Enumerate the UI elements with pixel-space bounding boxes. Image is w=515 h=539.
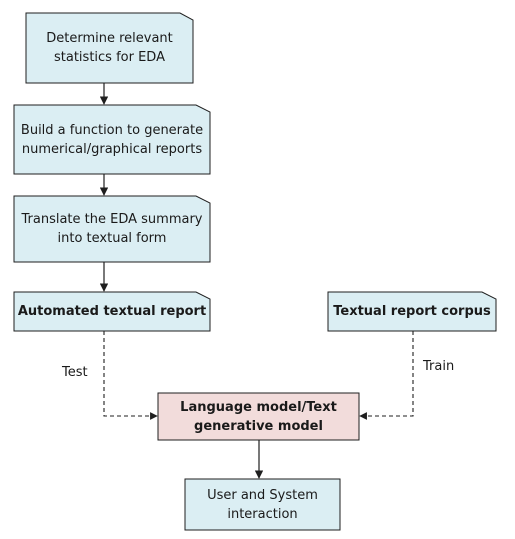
corpus-shape — [327, 291, 497, 332]
automated-box: Automated textual report — [14, 292, 210, 331]
interaction-label: User and System interaction — [207, 487, 318, 522]
build-shape — [13, 104, 211, 175]
dashed-test-connector — [103, 331, 158, 420]
corpus-label: Textual report corpus — [333, 304, 491, 319]
automated-shape — [13, 291, 211, 332]
dashed-train-connector — [359, 331, 414, 420]
automated-label: Automated textual report — [17, 304, 207, 319]
model-label: Language model/Text generative model — [180, 399, 337, 434]
determine-box: Determine relevant statistics for EDA — [26, 13, 193, 83]
build-box: Build a function to generate numerical/g… — [14, 105, 210, 174]
determine-shape — [25, 12, 194, 84]
translate-shape — [13, 195, 211, 263]
train-edge-label: Train — [423, 359, 455, 374]
build-label: Build a function to generate numerical/g… — [20, 122, 204, 157]
determine-label: Determine relevant statistics for EDA — [46, 31, 173, 65]
interaction-shape — [184, 478, 341, 531]
model-box: Language model/Text generative model — [158, 393, 359, 440]
translate-label: Translate the EDA summary into textual f… — [21, 212, 203, 246]
interaction-box: User and System interaction — [185, 479, 340, 530]
test-edge-label: Test — [62, 365, 88, 380]
corpus-box: Textual report corpus — [328, 292, 496, 331]
translate-box: Translate the EDA summary into textual f… — [14, 196, 210, 262]
